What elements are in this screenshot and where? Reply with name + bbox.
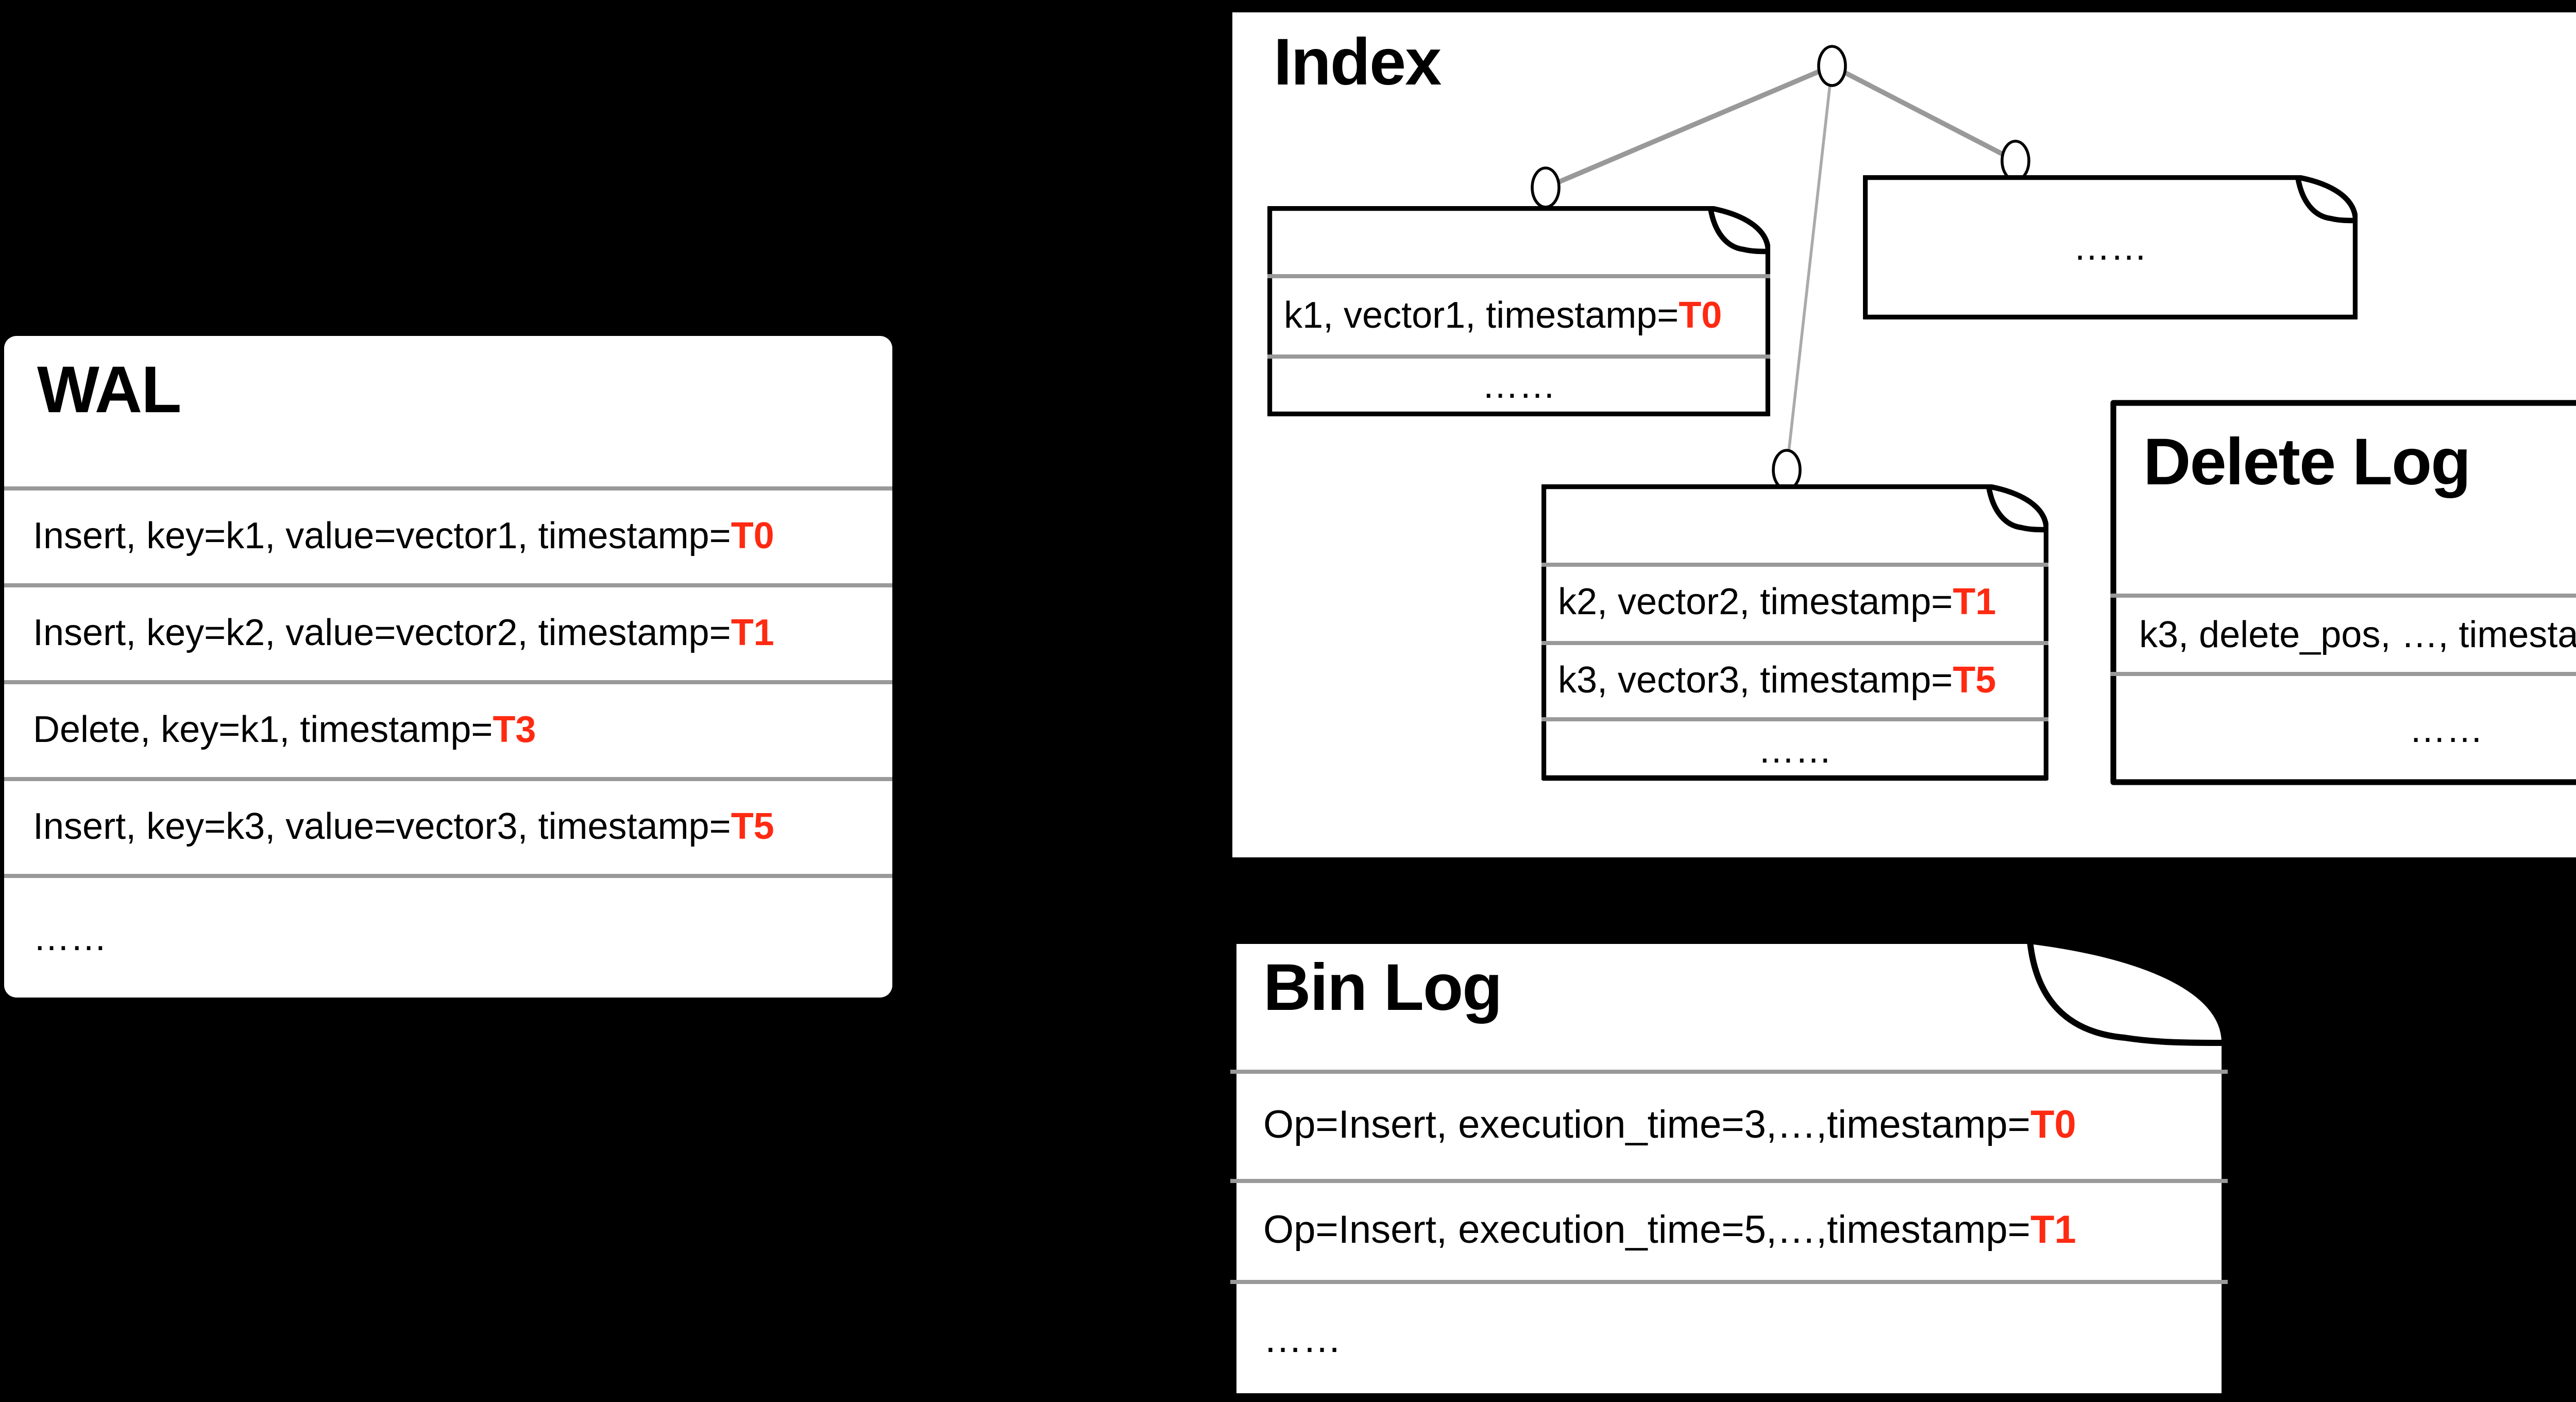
wal-row-text: Delete, key=k1, timestamp=: [33, 709, 493, 750]
timestamp-value: T1: [2030, 1209, 2076, 1252]
index-entry: k2, vector2, timestamp=T1: [1541, 563, 2048, 640]
index-page-k1: k1, vector1, timestamp=T0 ……: [1267, 206, 1770, 416]
timestamp-value: T1: [1953, 582, 1996, 623]
bin-log-title: Bin Log: [1263, 950, 1502, 1024]
page-ellipsis-row: ……: [2073, 226, 2147, 267]
tree-edge: [1545, 63, 1833, 190]
index-panel: Index k1, vector1, timestamp=T0: [1232, 12, 2576, 857]
tree-node-right: [2001, 140, 2030, 182]
index-title: Index: [1274, 25, 1442, 99]
folded-page-outline: [1541, 484, 2048, 780]
folded-corner: [2295, 177, 2356, 224]
folded-corner: [2027, 940, 2225, 1046]
folded-corner: [1986, 486, 2047, 533]
tree-node-left: [1531, 166, 1561, 209]
wal-row: Delete, key=k1, timestamp=T3: [4, 680, 892, 777]
wal-row-text: Insert, key=k1, value=vector1, timestamp…: [33, 515, 731, 556]
folded-page-outline: [2110, 400, 2576, 785]
index-page-more: ……: [1863, 175, 2358, 319]
delete-log-ellipsis-row: ……: [2110, 672, 2576, 785]
tree-node-middle: [1772, 449, 1802, 491]
tree-edge: [1831, 63, 2017, 163]
index-page-k2-k3: k2, vector2, timestamp=T1 k3, vector3, t…: [1541, 484, 2048, 780]
bin-log-row: Op=Insert, execution_time=3,…,timestamp=…: [1230, 1070, 2228, 1179]
index-entry: k1, vector1, timestamp=T0: [1267, 274, 1770, 353]
bin-log-header: Bin Log: [1230, 938, 2228, 1070]
page-header: [1541, 484, 2048, 563]
wal-title: WAL: [37, 352, 181, 427]
wal-row: Insert, key=k1, value=vector1, timestamp…: [4, 486, 892, 583]
timestamp-value: T0: [731, 515, 774, 556]
wal-row: Insert, key=k2, value=vector2, timestamp…: [4, 583, 892, 680]
page-header: [1267, 206, 1770, 274]
wal-row-text: Insert, key=k2, value=vector2, timestamp…: [33, 612, 731, 653]
timestamp-value: T5: [1953, 659, 1996, 700]
wal-row: Insert, key=k3, value=vector3, timestamp…: [4, 777, 892, 874]
delete-log-page: Delete Log k3, delete_pos, …, timestamp=…: [2110, 400, 2576, 785]
folded-corner: [1707, 208, 1769, 255]
folded-page-outline: [1267, 206, 1770, 416]
timestamp-value: T1: [731, 612, 774, 653]
wal-panel: WAL Insert, key=k1, value=vector1, times…: [4, 336, 892, 998]
timestamp-value: T0: [2030, 1104, 2076, 1147]
delete-log-row: k3, delete_pos, …, timestamp=T3: [2110, 594, 2576, 672]
folded-page-outline: [1863, 175, 2358, 319]
timestamp-value: T3: [493, 709, 536, 750]
index-entry: k3, vector3, timestamp=T5: [1541, 640, 2048, 717]
timestamp-value: T0: [1679, 294, 1722, 335]
bin-log-ellipsis-row: ……: [1230, 1280, 2228, 1399]
index-tree: [1531, 45, 2030, 491]
wal-row-text: Insert, key=k3, value=vector3, timestamp…: [33, 806, 731, 847]
page-ellipsis-row: ……: [1541, 717, 2048, 780]
bin-log-page: Bin Log Op=Insert, execution_time=3,…,ti…: [1230, 938, 2228, 1399]
timestamp-value: T5: [731, 806, 774, 847]
delete-log-title: Delete Log: [2143, 425, 2471, 499]
tree-node-root: [1817, 45, 1847, 87]
tree-edge: [1785, 65, 1834, 470]
bin-log-row: Op=Insert, execution_time=5,…,timestamp=…: [1230, 1179, 2228, 1280]
wal-ellipsis-row: ……: [4, 874, 892, 998]
delete-log-header: Delete Log: [2110, 400, 2576, 594]
page-ellipsis-row: ……: [1267, 353, 1770, 416]
